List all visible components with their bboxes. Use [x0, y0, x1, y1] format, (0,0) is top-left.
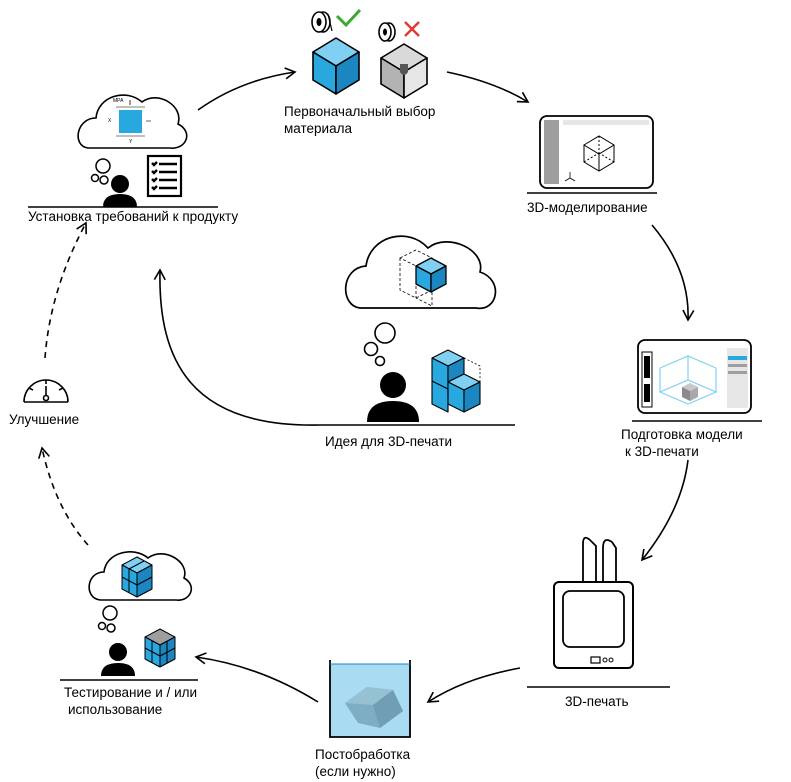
stacked-cubes-icon [121, 556, 153, 598]
arrow-idea-to-requirements [153, 268, 321, 426]
testing-illustration [60, 551, 198, 681]
step-postprocessing-label: Постобработка (если нужно) [315, 746, 410, 780]
person-icon [367, 372, 419, 422]
sketch-top-label: MPA [113, 98, 124, 104]
blue-cube-icon [415, 257, 447, 293]
improvement-illustration [23, 379, 69, 403]
submerged-part-icon [345, 687, 403, 728]
arrow-improvement-to-requirements [44, 221, 87, 359]
arrow-postprocessing-to-testing [194, 652, 319, 703]
gray-cube-icon [682, 383, 698, 401]
step-testing-label: Тестирование и / или использование [64, 684, 197, 718]
step-improvement-label: Улучшение [9, 412, 80, 427]
tablet-icon [637, 339, 752, 414]
part-cubes-icon [144, 628, 176, 668]
postprocessing-illustration [329, 660, 411, 738]
blueprint-square [119, 110, 142, 133]
filament-spool-icon [378, 22, 396, 42]
sketch-left-label: X [108, 118, 112, 124]
printing-illustration [527, 536, 670, 688]
gauge-icon [23, 379, 69, 403]
step-postprocessing-line2: (если нужно) [315, 764, 396, 779]
step-material-label: Первоначальный выбор материала [284, 103, 435, 137]
build-volume-icon [658, 355, 718, 405]
idea-label: Идея для 3D-печати [325, 434, 453, 449]
step-postprocessing-line1: Постобработка [315, 747, 411, 762]
step-material-line2: материала [284, 121, 352, 136]
arrow-preparation-to-printing [640, 459, 689, 562]
person-icon [101, 643, 135, 676]
3d-printer-icon [553, 536, 634, 669]
material-illustration [311, 8, 428, 99]
step-preparation-line1: Подготовка модели [621, 427, 743, 442]
check-icon [335, 8, 362, 28]
modeling-illustration [527, 115, 657, 194]
arrow-testing-to-improvement [37, 446, 89, 546]
step-testing-line1: Тестирование и / или [64, 685, 198, 700]
wireframe-cube-icon [583, 135, 615, 172]
preparation-illustration [632, 339, 762, 422]
arrow-requirements-to-material [197, 67, 297, 111]
requirements-illustration [28, 94, 218, 208]
step-material-line1: Первоначальный выбор [284, 104, 436, 119]
sketch-bottom-label: Y [129, 139, 133, 145]
gray-cube-icon [380, 43, 428, 99]
cycle-arrows [37, 67, 695, 703]
idea-illustration [320, 235, 515, 426]
arrow-modeling-to-preparation [651, 224, 695, 322]
person-icon [103, 175, 137, 207]
step-modeling-label: 3D-моделирование [527, 200, 648, 215]
step-preparation-label: Подготовка модели к 3D-печати [621, 426, 743, 460]
stacked-cubes-icon [431, 349, 481, 413]
step-printing-label: 3D-печать [565, 694, 629, 709]
step-preparation-line2: к 3D-печати [625, 444, 699, 459]
step-requirements-label: Установка требований к продукту [28, 209, 239, 224]
blue-cube-icon [312, 37, 360, 95]
step-testing-line2: использование [68, 702, 163, 717]
arrow-printing-to-postprocessing [426, 667, 521, 703]
cross-icon [404, 21, 420, 37]
filament-spool-icon [311, 11, 333, 33]
arrow-material-to-modeling [446, 71, 530, 103]
checklist-icon [146, 154, 183, 198]
